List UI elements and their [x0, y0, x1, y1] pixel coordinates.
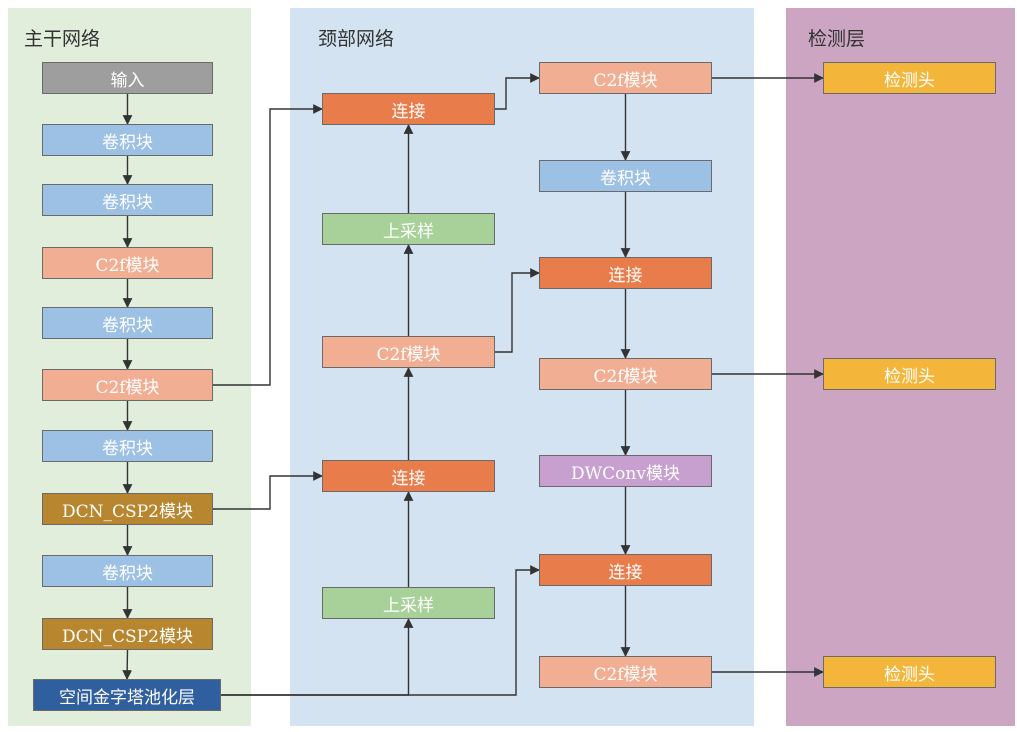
conv-block-5: 卷积块: [42, 555, 213, 587]
dcn-csp2-module-2: DCN_CSP2模块: [42, 618, 213, 650]
upsample-node-top: 上采样: [322, 213, 495, 245]
dcn-csp2-module-1: DCN_CSP2模块: [42, 493, 213, 525]
detection-head-1: 检测头: [823, 62, 996, 94]
upsample-node-bottom: 上采样: [322, 587, 495, 619]
c2f-module-neck: C2f模块: [322, 336, 495, 368]
detection-layer-title: 检测层: [808, 28, 866, 50]
detection-head-2: 检测头: [823, 358, 996, 390]
c2f-module-pan-top: C2f模块: [539, 62, 712, 94]
dwconv-module: DWConv模块: [539, 455, 712, 487]
spatial-pyramid-pooling-layer: 空间金字塔池化层: [33, 679, 221, 711]
conv-block-2: 卷积块: [42, 184, 213, 216]
concat-node-pan-2: 连接: [539, 554, 712, 586]
input-node: 输入: [42, 62, 213, 94]
c2f-module-1: C2f模块: [42, 247, 213, 279]
c2f-module-2: C2f模块: [42, 369, 213, 401]
conv-block-pan: 卷积块: [539, 160, 712, 192]
conv-block-3: 卷积块: [42, 307, 213, 339]
conv-block-4: 卷积块: [42, 430, 213, 462]
concat-node-middle: 连接: [322, 460, 495, 492]
c2f-module-pan-bottom: C2f模块: [539, 656, 712, 688]
concat-node-top: 连接: [322, 93, 495, 125]
neck-title: 颈部网络: [318, 28, 395, 50]
detection-head-3: 检测头: [823, 656, 996, 688]
backbone-title: 主干网络: [24, 28, 101, 50]
concat-node-pan-1: 连接: [539, 257, 712, 289]
c2f-module-pan-middle: C2f模块: [539, 358, 712, 390]
conv-block-1: 卷积块: [42, 124, 213, 156]
